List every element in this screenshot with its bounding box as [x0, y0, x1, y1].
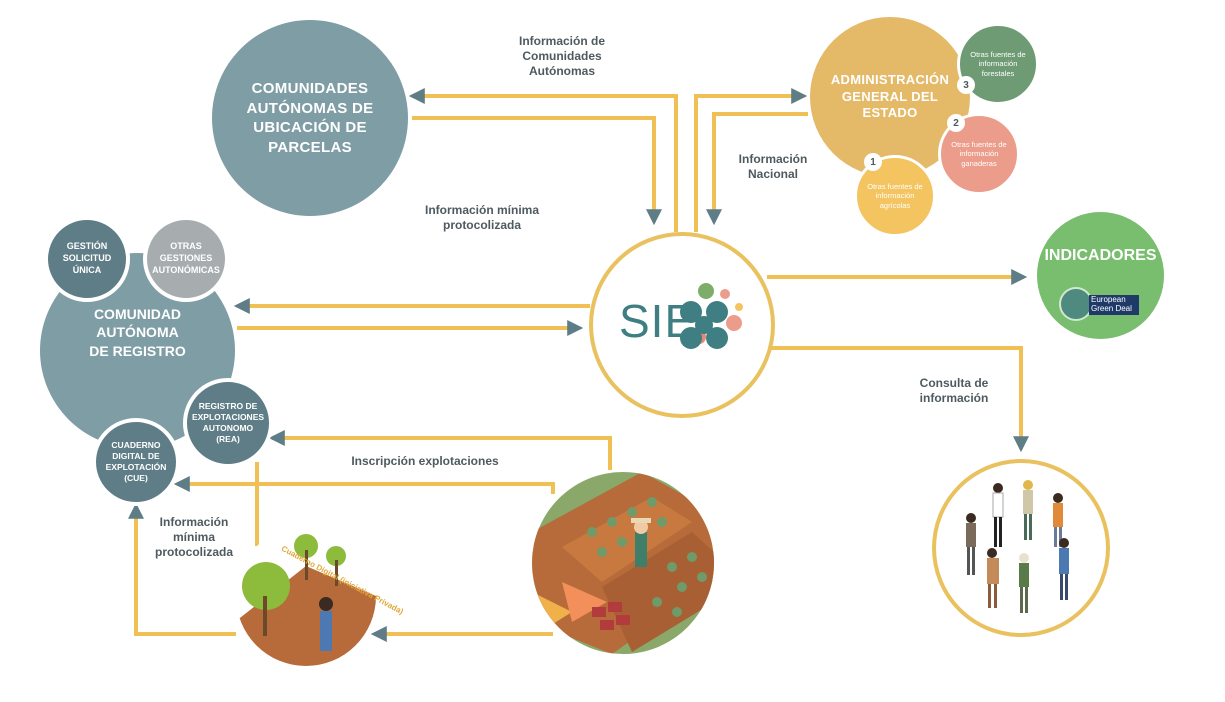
- people-scene-icon: [966, 480, 1069, 613]
- arrow-ubicacion-to-siex: [412, 116, 662, 226]
- label-info-minima-bottom: Información mínima protocolizada: [154, 515, 233, 559]
- label-consulta: Consulta de información: [919, 376, 989, 405]
- node-registro-explotaciones-label: REGISTRO DE EXPLOTACIONES AUTONOMO (REA): [191, 400, 265, 445]
- green-deal-logo-icon: [1059, 287, 1093, 321]
- arrow-cuaderno-privado-to-cue: [128, 502, 236, 636]
- cuaderno-privado-illustration: [236, 526, 376, 666]
- arrow-siex-to-administracion: [694, 88, 808, 232]
- green-deal-badge: European Green Deal: [1059, 287, 1141, 321]
- node-cuaderno-digital-label: CUADERNO DIGITAL DE EXPLOTACIÓN (CUE): [105, 439, 167, 484]
- node-registro-explotaciones: REGISTRO DE EXPLOTACIONES AUTONOMO (REA): [183, 378, 273, 468]
- arrow-siex-to-ubicacion: [408, 88, 678, 232]
- badge-fuente-2: 2: [947, 114, 965, 132]
- arrow-siex-to-consulta: [756, 346, 1029, 453]
- node-fuente-ganaderas-label: Otras fuentes de información ganaderas: [951, 139, 1007, 168]
- node-administracion: ADMINISTRACIÓN GENERAL DEL ESTADO: [810, 17, 970, 177]
- node-comunidades-ubicacion-label: COMUNIDADES AUTÓNOMAS DE UBICACIÓN DE PA…: [246, 80, 374, 156]
- node-otras-gestiones: OTRAS GESTIONES AUTONÓMICAS: [143, 216, 229, 302]
- farm-scene-icon: [532, 472, 714, 654]
- arrow-administracion-to-siex: [706, 112, 808, 226]
- node-otras-gestiones-label: OTRAS GESTIONES AUTONÓMICAS: [152, 241, 220, 275]
- label-inscripcion: Inscripción explotaciones: [351, 454, 499, 468]
- node-cuaderno-digital: CUADERNO DIGITAL DE EXPLOTACIÓN (CUE): [92, 418, 180, 506]
- green-deal-label: European Green Deal: [1089, 295, 1139, 315]
- arrow-finca-to-cue: [173, 476, 555, 494]
- node-gestion-solicitud: GESTIÓN SOLICITUD ÚNICA: [44, 216, 130, 302]
- node-gestion-solicitud-label: GESTIÓN SOLICITUD ÚNICA: [62, 241, 112, 275]
- node-indicadores: INDICADORES: [1037, 212, 1164, 339]
- orchard-scene-icon: [236, 534, 376, 666]
- node-comunidad-registro-label: COMUNIDAD AUTÓNOMA DE REGISTRO: [89, 306, 186, 359]
- label-info-nacional: Información Nacional: [738, 152, 808, 181]
- label-info-comunidades: Información de Comunidades Autónomas: [518, 34, 605, 78]
- node-fuente-agricolas-label: Otras fuentes de información agrícolas: [867, 181, 923, 210]
- badge-fuente-3: 3: [957, 76, 975, 94]
- node-indicadores-label: INDICADORES: [1044, 246, 1157, 264]
- arrow-inscripcion-to-rea: [268, 430, 612, 470]
- node-fuente-forestales-label: Otras fuentes de información forestales: [970, 49, 1026, 78]
- node-comunidades-ubicacion: COMUNIDADES AUTÓNOMAS DE UBICACIÓN DE PA…: [212, 20, 408, 216]
- people-illustration: [932, 459, 1110, 637]
- node-siex: SIE: [589, 232, 775, 418]
- siex-x-icon: [680, 283, 743, 349]
- farm-illustration: [532, 472, 714, 654]
- node-administracion-label: ADMINISTRACIÓN GENERAL DEL ESTADO: [830, 71, 950, 121]
- badge-fuente-1: 1: [864, 153, 882, 171]
- label-info-minima-top: Información mínima protocolizada: [424, 203, 540, 232]
